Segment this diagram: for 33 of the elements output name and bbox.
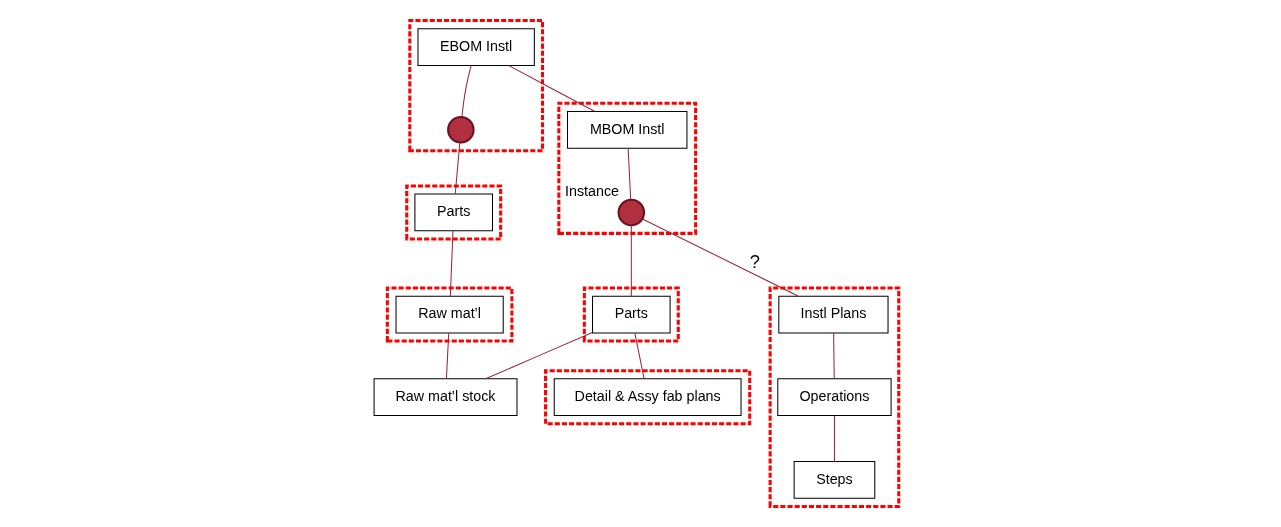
connector (461, 65, 472, 118)
node-box: Detail & Assy fab plans (553, 378, 742, 417)
node-circle (617, 198, 646, 227)
connector (634, 332, 645, 380)
node-box: Raw mat’l stock (373, 378, 518, 417)
node-box: Steps (793, 461, 876, 499)
connector (454, 142, 461, 195)
connector (445, 332, 450, 380)
node-label: Instance (565, 182, 620, 199)
cluster (385, 286, 514, 343)
node-box: MBOM Instl (567, 110, 688, 149)
connector (627, 147, 632, 201)
cluster (408, 19, 545, 153)
connector (449, 230, 454, 297)
connector (833, 415, 835, 462)
node-circle (447, 116, 475, 144)
node-box: Raw mat’l (395, 295, 504, 334)
node-box: Instl Plans (778, 295, 889, 334)
connector (630, 224, 632, 297)
edge-label: ? (749, 250, 760, 272)
cluster (582, 286, 680, 343)
cluster (544, 369, 752, 426)
cluster (405, 184, 503, 241)
node-box: Parts (592, 295, 671, 334)
cluster (768, 286, 901, 508)
connector (641, 218, 799, 297)
connector (508, 65, 596, 112)
node-box: Parts (414, 193, 493, 232)
cluster (557, 101, 698, 235)
connector (485, 331, 593, 380)
connector (833, 332, 835, 380)
node-box: EBOM Instl (417, 28, 535, 66)
node-box: Operations (777, 378, 892, 417)
